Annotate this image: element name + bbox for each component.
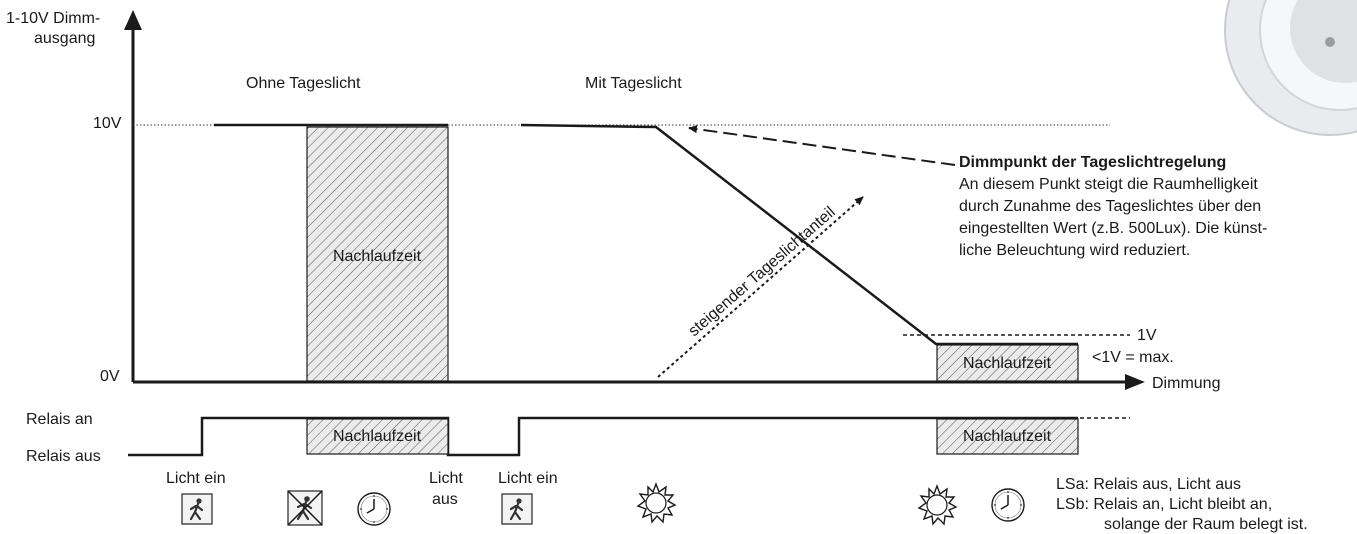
below-1v-note: <1V = max. xyxy=(1092,349,1174,366)
run-on-block-low xyxy=(936,344,1079,382)
run-on-block-main xyxy=(306,126,449,382)
sun-icon xyxy=(636,482,677,524)
relay-on-label: Relais an xyxy=(26,411,93,428)
callout-line-3: eingestellten Wert (z.B. 500Lux). Die kü… xyxy=(959,220,1267,237)
x-axis-label: Dimmung xyxy=(1152,375,1220,392)
run-on-block-relay-1 xyxy=(306,418,449,455)
relay-off-label: Relais aus xyxy=(26,448,101,465)
run-on-label-relay-2: Nachlaufzeit xyxy=(963,428,1052,445)
callout-line-4: liche Beleuchtung wird reduziert. xyxy=(959,242,1190,259)
walking-person-icon xyxy=(181,493,213,525)
run-on-label-main: Nachlaufzeit xyxy=(333,248,422,265)
y-axis-arrow xyxy=(124,10,142,30)
y-axis-label-line2: ausgang xyxy=(34,30,95,47)
sensor-device-image xyxy=(1224,0,1357,136)
clock-icon xyxy=(357,492,391,526)
rising-daylight-arrow xyxy=(657,196,864,378)
sun-icon xyxy=(917,484,958,526)
run-on-block-relay-2 xyxy=(936,418,1079,455)
clock-icon xyxy=(991,488,1025,522)
callout-title: Dimmpunkt der Tageslichtregelung xyxy=(959,154,1226,171)
no-person-icon xyxy=(287,490,323,526)
legend-lsb-line2: solange der Raum belegt ist. xyxy=(1104,516,1308,533)
tick-10v: 10V xyxy=(93,115,122,132)
run-on-label-low: Nachlaufzeit xyxy=(963,355,1052,372)
heading-with-daylight: Mit Tageslicht xyxy=(585,75,682,92)
legend-lsa: LSa: Relais aus, Licht aus xyxy=(1056,476,1241,493)
event-light-off-line1: Licht xyxy=(429,470,463,487)
walking-person-icon xyxy=(501,493,533,525)
legend-lsb-line1: LSb: Relais an, Licht bleibt an, xyxy=(1056,496,1272,513)
output-curve-with-daylight xyxy=(520,123,1078,346)
event-light-off-line2: aus xyxy=(432,491,458,508)
run-on-label-relay-1: Nachlaufzeit xyxy=(333,428,422,445)
rising-daylight-label: steigender Tageslichtanteil xyxy=(685,204,838,340)
heading-without-daylight: Ohne Tageslicht xyxy=(246,75,361,92)
callout-pointer xyxy=(688,125,956,166)
tick-1v: 1V xyxy=(1137,327,1157,344)
event-light-on-1: Licht ein xyxy=(166,470,226,487)
tick-0v: 0V xyxy=(100,368,120,385)
callout-line-1: An diesem Punkt steigt die Raumhelligkei… xyxy=(959,176,1258,193)
y-axis-label-line1: 1-10V Dimm- xyxy=(6,10,100,27)
x-axis-arrow xyxy=(1125,374,1145,390)
callout-line-2: durch Zunahme des Tageslichtes über den xyxy=(959,198,1261,215)
relay-state-line xyxy=(128,416,1078,457)
event-light-on-2: Licht ein xyxy=(498,470,558,487)
